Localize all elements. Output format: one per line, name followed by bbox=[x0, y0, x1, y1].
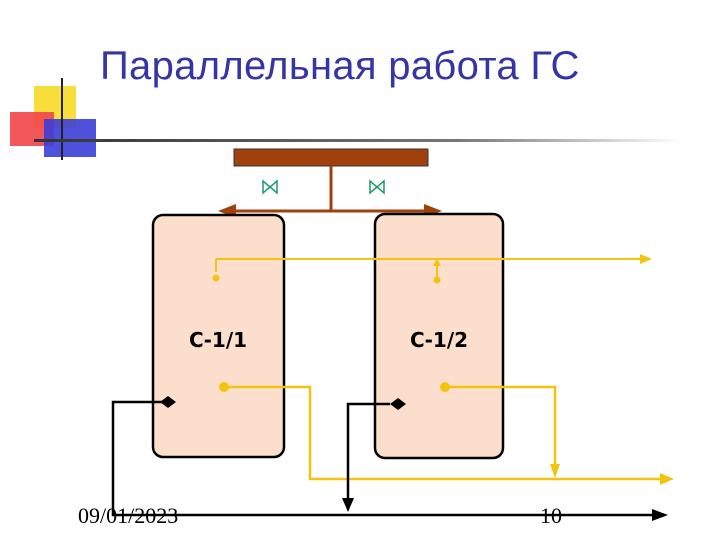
upper-gas-tap-2 bbox=[433, 276, 441, 284]
lower-gas-line bbox=[224, 385, 660, 481]
manifold-bar bbox=[233, 148, 429, 167]
lower-gas-tap-1 bbox=[219, 382, 229, 392]
page-number: 10 bbox=[540, 503, 562, 528]
vessel-2-label: С-1/2 bbox=[410, 328, 468, 352]
lower-gas-arrow bbox=[660, 473, 674, 485]
decorative-squares bbox=[10, 78, 96, 160]
footer-date: 09/01/2023 bbox=[78, 503, 179, 528]
title-underline bbox=[34, 139, 684, 142]
upper-gas-tap-1 bbox=[212, 274, 220, 282]
liquid-drain-valve-2 bbox=[390, 398, 406, 410]
valve-right-icon[interactable] bbox=[369, 179, 385, 195]
liquid-outlet-arrow bbox=[652, 509, 668, 521]
liquid-down-arrow bbox=[342, 498, 354, 512]
liquid-drain-valve-1 bbox=[160, 396, 176, 408]
blue-square bbox=[44, 119, 96, 157]
lower-gas-tap-2 bbox=[440, 382, 450, 392]
vessel-1[interactable] bbox=[151, 213, 286, 459]
vessel-2[interactable] bbox=[373, 212, 505, 460]
lower-gas-down-arrow bbox=[550, 464, 560, 478]
vessel-1-label: С-1/1 bbox=[189, 328, 247, 352]
upper-gas-up-arrow bbox=[433, 258, 441, 266]
slide-title: Параллельная работа ГС bbox=[100, 44, 580, 88]
liquid-line bbox=[111, 400, 652, 517]
valve-left-icon[interactable] bbox=[262, 179, 278, 195]
upper-gas-arrow bbox=[640, 254, 652, 264]
